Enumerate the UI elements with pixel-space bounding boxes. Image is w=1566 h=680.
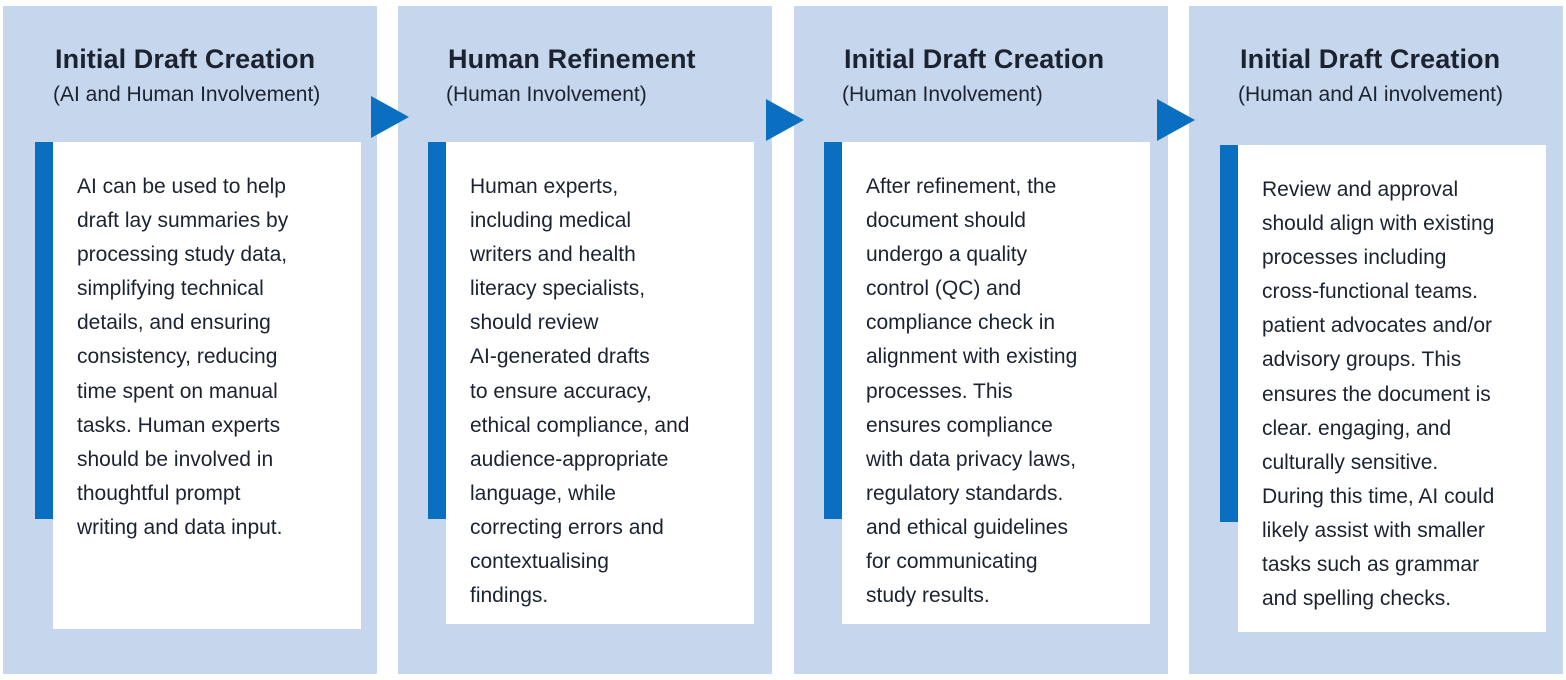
step-body: Review and approval should align with ex… — [1262, 178, 1495, 611]
accent-bar — [428, 142, 446, 519]
step-card: After refinement, the document should un… — [842, 142, 1150, 624]
step-body: After refinement, the document should un… — [866, 175, 1078, 608]
step-panel-2: Human Refinement (Human Involvement) Hum… — [398, 6, 772, 674]
step-panel-1: Initial Draft Creation (AI and Human Inv… — [3, 6, 377, 674]
step-body: AI can be used to help draft lay summari… — [77, 175, 289, 539]
step-card: Human experts, including medical writers… — [446, 142, 754, 624]
step-title: Initial Draft Creation — [1240, 44, 1501, 74]
step-panel-4: Initial Draft Creation (Human and AI inv… — [1189, 6, 1563, 674]
step-title: Initial Draft Creation — [844, 44, 1105, 74]
step-body: Human experts, including medical writers… — [470, 175, 690, 608]
step-card: Review and approval should align with ex… — [1238, 145, 1546, 632]
step-subtitle: (Human Involvement) — [842, 83, 1043, 106]
accent-bar — [35, 142, 53, 519]
step-subtitle: (Human Involvement) — [446, 83, 647, 106]
step-panel-3: Initial Draft Creation (Human Involvemen… — [794, 6, 1168, 674]
step-title: Human Refinement — [448, 44, 696, 74]
arrow-right-icon — [1157, 99, 1195, 141]
step-subtitle: (AI and Human Involvement) — [53, 83, 321, 106]
step-subtitle: (Human and AI involvement) — [1238, 83, 1503, 106]
accent-bar — [1220, 145, 1238, 522]
step-title: Initial Draft Creation — [55, 44, 316, 74]
arrow-right-icon — [766, 99, 804, 141]
accent-bar — [824, 142, 842, 519]
arrow-right-icon — [371, 96, 409, 138]
step-card: AI can be used to help draft lay summari… — [53, 142, 361, 629]
